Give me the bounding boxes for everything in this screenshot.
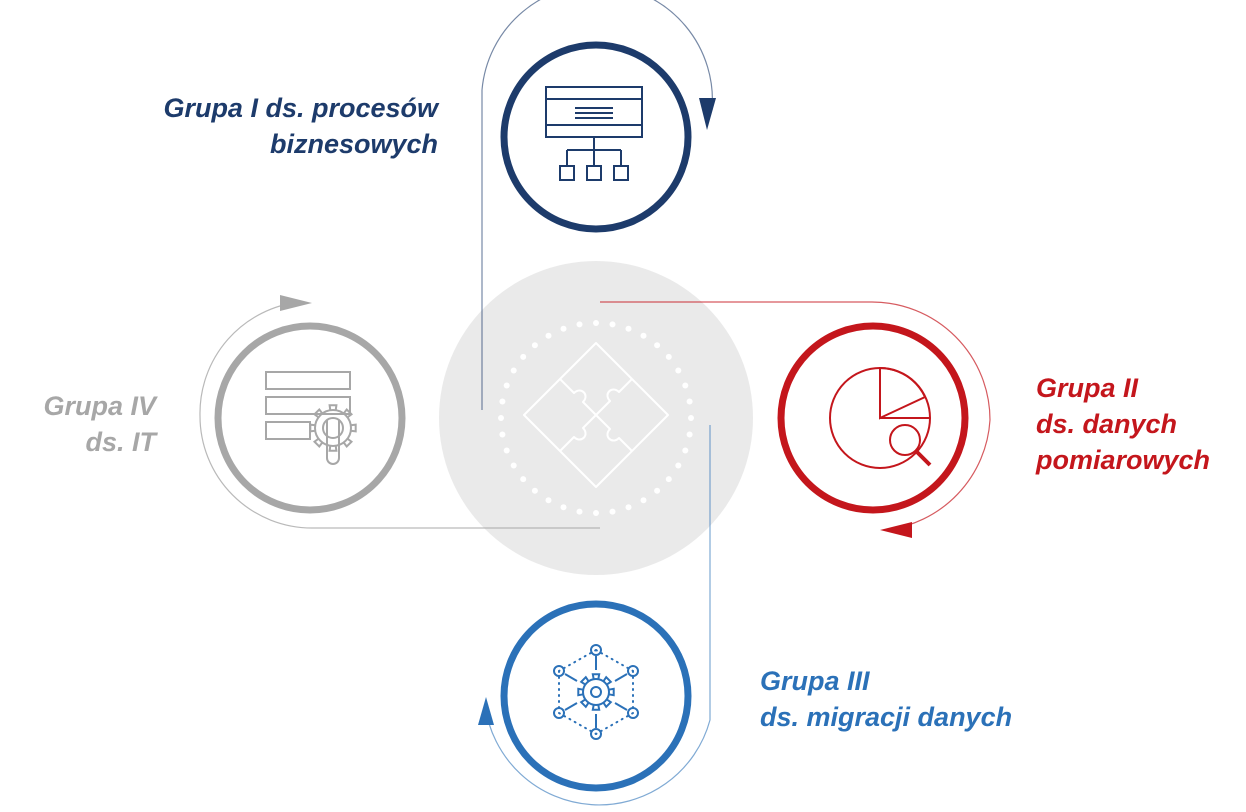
- dotted-ring: [498, 320, 694, 516]
- group-2-label-line-2: ds. danych: [1036, 409, 1178, 439]
- ring-dot: [625, 325, 632, 332]
- ring-dot: [640, 497, 647, 504]
- group-1-arrowhead: [699, 98, 716, 130]
- group-3-arrowhead: [478, 697, 494, 725]
- group-4-arrowhead: [280, 295, 312, 311]
- group-3-label-line-1: Grupa III: [760, 666, 870, 696]
- network-gear-icon: [553, 644, 639, 740]
- ring-dot: [520, 353, 527, 360]
- group-4-label-line-2: ds. IT: [85, 427, 156, 457]
- ring-dot: [665, 476, 672, 483]
- ring-dot: [665, 353, 672, 360]
- ring-dot: [654, 342, 661, 349]
- group-2-label-line-3: pomiarowych: [1036, 445, 1211, 475]
- ring-dot: [686, 431, 693, 438]
- ring-dot: [560, 504, 567, 511]
- ring-dot: [503, 382, 510, 389]
- ring-dot: [520, 476, 527, 483]
- group-2-connector: [600, 301, 991, 531]
- ring-dot: [531, 487, 538, 494]
- group-4-connector: [199, 301, 600, 529]
- group-2-label-line-1: Grupa II: [1036, 373, 1139, 403]
- ring-dot: [682, 447, 689, 454]
- ring-dot: [675, 367, 682, 374]
- group-1-label: Grupa I ds. procesów biznesowych: [163, 90, 438, 162]
- puzzle-icon: [523, 342, 669, 488]
- center-disk: [439, 261, 753, 575]
- group-3-label: Grupa III ds. migracji danych: [760, 663, 1012, 735]
- ring-dot: [686, 398, 693, 405]
- ring-dot: [593, 510, 599, 516]
- ring-dot: [625, 504, 632, 511]
- group-2-arrowhead: [880, 522, 912, 538]
- ring-dot: [510, 462, 517, 469]
- ring-dot: [498, 415, 504, 421]
- ring-dot: [688, 415, 694, 421]
- ring-dot: [499, 431, 506, 438]
- group-2-label: Grupa II ds. danych pomiarowych: [1036, 370, 1210, 478]
- group-4-circle: [214, 322, 406, 514]
- ring-dot: [593, 320, 599, 326]
- ring-dot: [682, 382, 689, 389]
- group-1-label-line-2: biznesowych: [269, 129, 438, 159]
- pie-chart-search-icon: [829, 366, 932, 469]
- group-3-connector: [484, 425, 711, 806]
- ring-dot: [576, 321, 583, 328]
- ring-dot: [503, 447, 510, 454]
- ring-dot: [560, 325, 567, 332]
- group-4-label: Grupa IV ds. IT: [43, 388, 156, 460]
- ring-dot: [609, 321, 616, 328]
- server-wrench-gear-icon: [265, 371, 357, 465]
- group-4-label-line-1: Grupa IV: [43, 391, 156, 421]
- arrowheads: [280, 98, 912, 725]
- ring-dot: [545, 497, 552, 504]
- gear-teeth: [309, 404, 357, 452]
- ring-dot: [675, 462, 682, 469]
- group-2-circle: [777, 322, 969, 514]
- ring-dot: [654, 487, 661, 494]
- ring-dot: [609, 508, 616, 515]
- group-3-label-line-2: ds. migracji danych: [760, 702, 1013, 732]
- ring-dot: [499, 398, 506, 405]
- process-hierarchy-icon: [545, 86, 643, 181]
- ring-dot: [545, 332, 552, 339]
- ring-dot: [576, 508, 583, 515]
- ring-dot: [531, 342, 538, 349]
- group-1-label-line-1: Grupa I ds. procesów: [163, 93, 438, 123]
- connector-lines: [199, 0, 991, 806]
- ring-dot: [510, 367, 517, 374]
- ring-dot: [640, 332, 647, 339]
- group-1-connector: [481, 0, 714, 410]
